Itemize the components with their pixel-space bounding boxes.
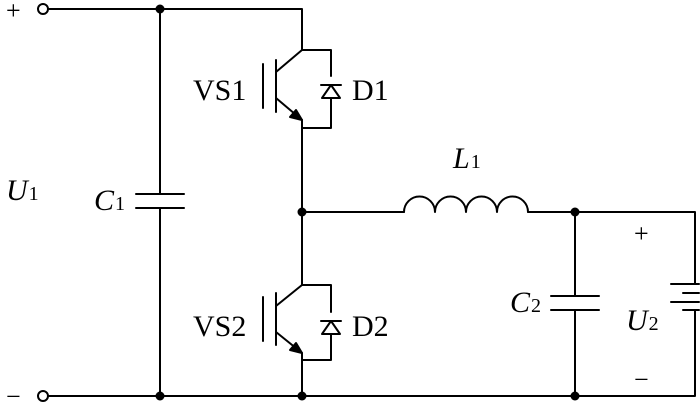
- d1-label: D1: [352, 74, 389, 107]
- junction-dot: [155, 391, 165, 401]
- terminal-plus: [37, 3, 49, 15]
- junction-dot: [155, 4, 165, 14]
- bottom-rail-wire: [47, 309, 696, 397]
- u2-plus-label: +: [634, 219, 649, 248]
- capacitor-c2: [550, 295, 600, 311]
- vs1-emitter-arrow: [289, 109, 303, 121]
- terminal-minus-label: −: [6, 382, 21, 405]
- c1-label: C1: [94, 184, 125, 217]
- u1-label: U1: [6, 174, 39, 207]
- terminal-minus: [37, 390, 49, 402]
- junction-dot: [297, 391, 307, 401]
- vs2-emitter-arrow: [289, 342, 303, 354]
- top-rail-wire: [47, 8, 303, 51]
- battery-u2: [670, 283, 700, 311]
- junction-dot: [297, 207, 307, 217]
- d2-label: D2: [352, 310, 389, 343]
- d1-bypass-wire: [301, 49, 332, 213]
- l1-label: L1: [452, 142, 481, 175]
- terminal-plus-label: +: [6, 0, 21, 25]
- diode-d1: [320, 84, 342, 99]
- inductor-l1: [403, 195, 529, 213]
- output-top-wire: [527, 211, 696, 285]
- c2-label: C2: [510, 286, 541, 319]
- capacitor-c1: [135, 193, 185, 209]
- u2-minus-label: −: [634, 365, 649, 394]
- junction-dot: [570, 391, 580, 401]
- junction-dots: [155, 4, 580, 401]
- junction-dot: [570, 207, 580, 217]
- u2-label: U2: [626, 304, 659, 337]
- vs2-label: VS2: [193, 310, 246, 343]
- vs1-label: VS1: [193, 74, 246, 107]
- d2-bypass-wire: [301, 284, 332, 397]
- diode-d2: [320, 320, 342, 335]
